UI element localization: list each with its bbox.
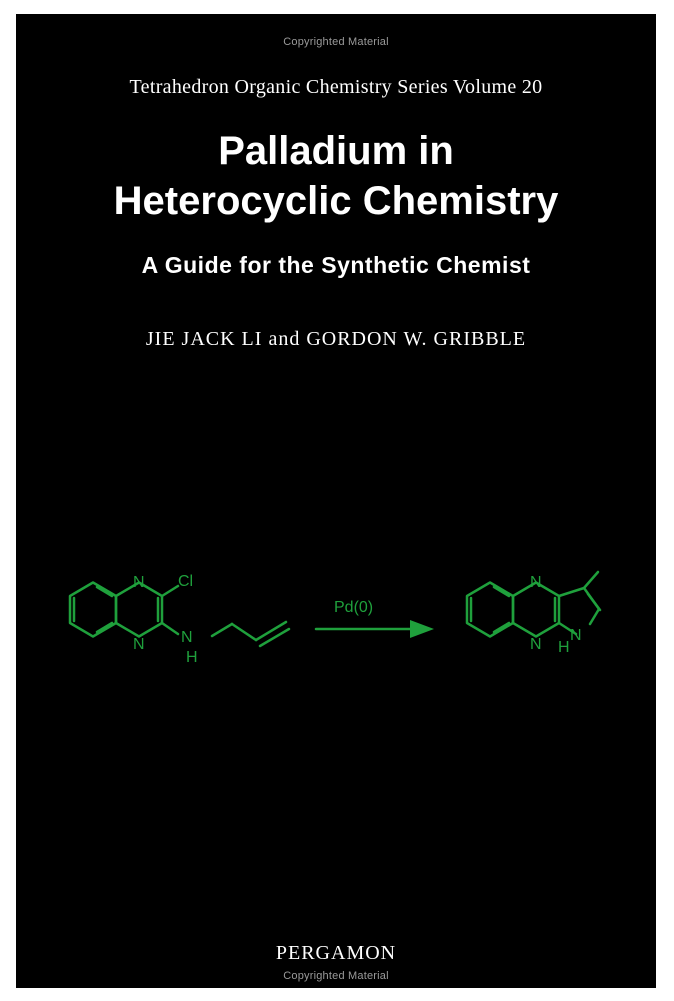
product-pyrrole-n: N [570, 627, 582, 644]
book-title-line-1: Palladium in [218, 129, 454, 173]
book-subtitle: A Guide for the Synthetic Chemist [141, 252, 531, 278]
watermark-bottom: Copyrighted Material [283, 970, 389, 982]
reactant-structure [68, 581, 291, 648]
reaction-scheme: N Cl N N H Pd(0) N N N H [68, 570, 602, 666]
book-title-line-2: Heterocyclic Chemistry [113, 179, 559, 223]
reagent-label: Pd(0) [334, 599, 373, 616]
watermark-top: Copyrighted Material [283, 36, 389, 48]
arrow-head [410, 620, 434, 638]
book-cover: Copyrighted Material Tetrahedron Organic… [16, 14, 656, 988]
product-n-bottom: N [530, 636, 542, 653]
book-authors: JIE JACK LI and GORDON W. GRIBBLE [145, 328, 527, 350]
product-structure [465, 570, 602, 638]
product-n-top: N [530, 574, 542, 591]
reactant-n-top: N [133, 574, 145, 591]
book-title: Palladium in Heterocyclic Chemistry [16, 126, 656, 226]
product-pyrrole-h: H [558, 639, 570, 656]
reactant-amine-h: H [186, 649, 198, 666]
reactant-n-bottom: N [133, 636, 145, 653]
reactant-amine-n: N [181, 629, 193, 646]
series-title: Tetrahedron Organic Chemistry Series Vol… [129, 76, 543, 98]
publisher-name: PERGAMON [275, 942, 397, 964]
reactant-cl: Cl [178, 573, 193, 590]
